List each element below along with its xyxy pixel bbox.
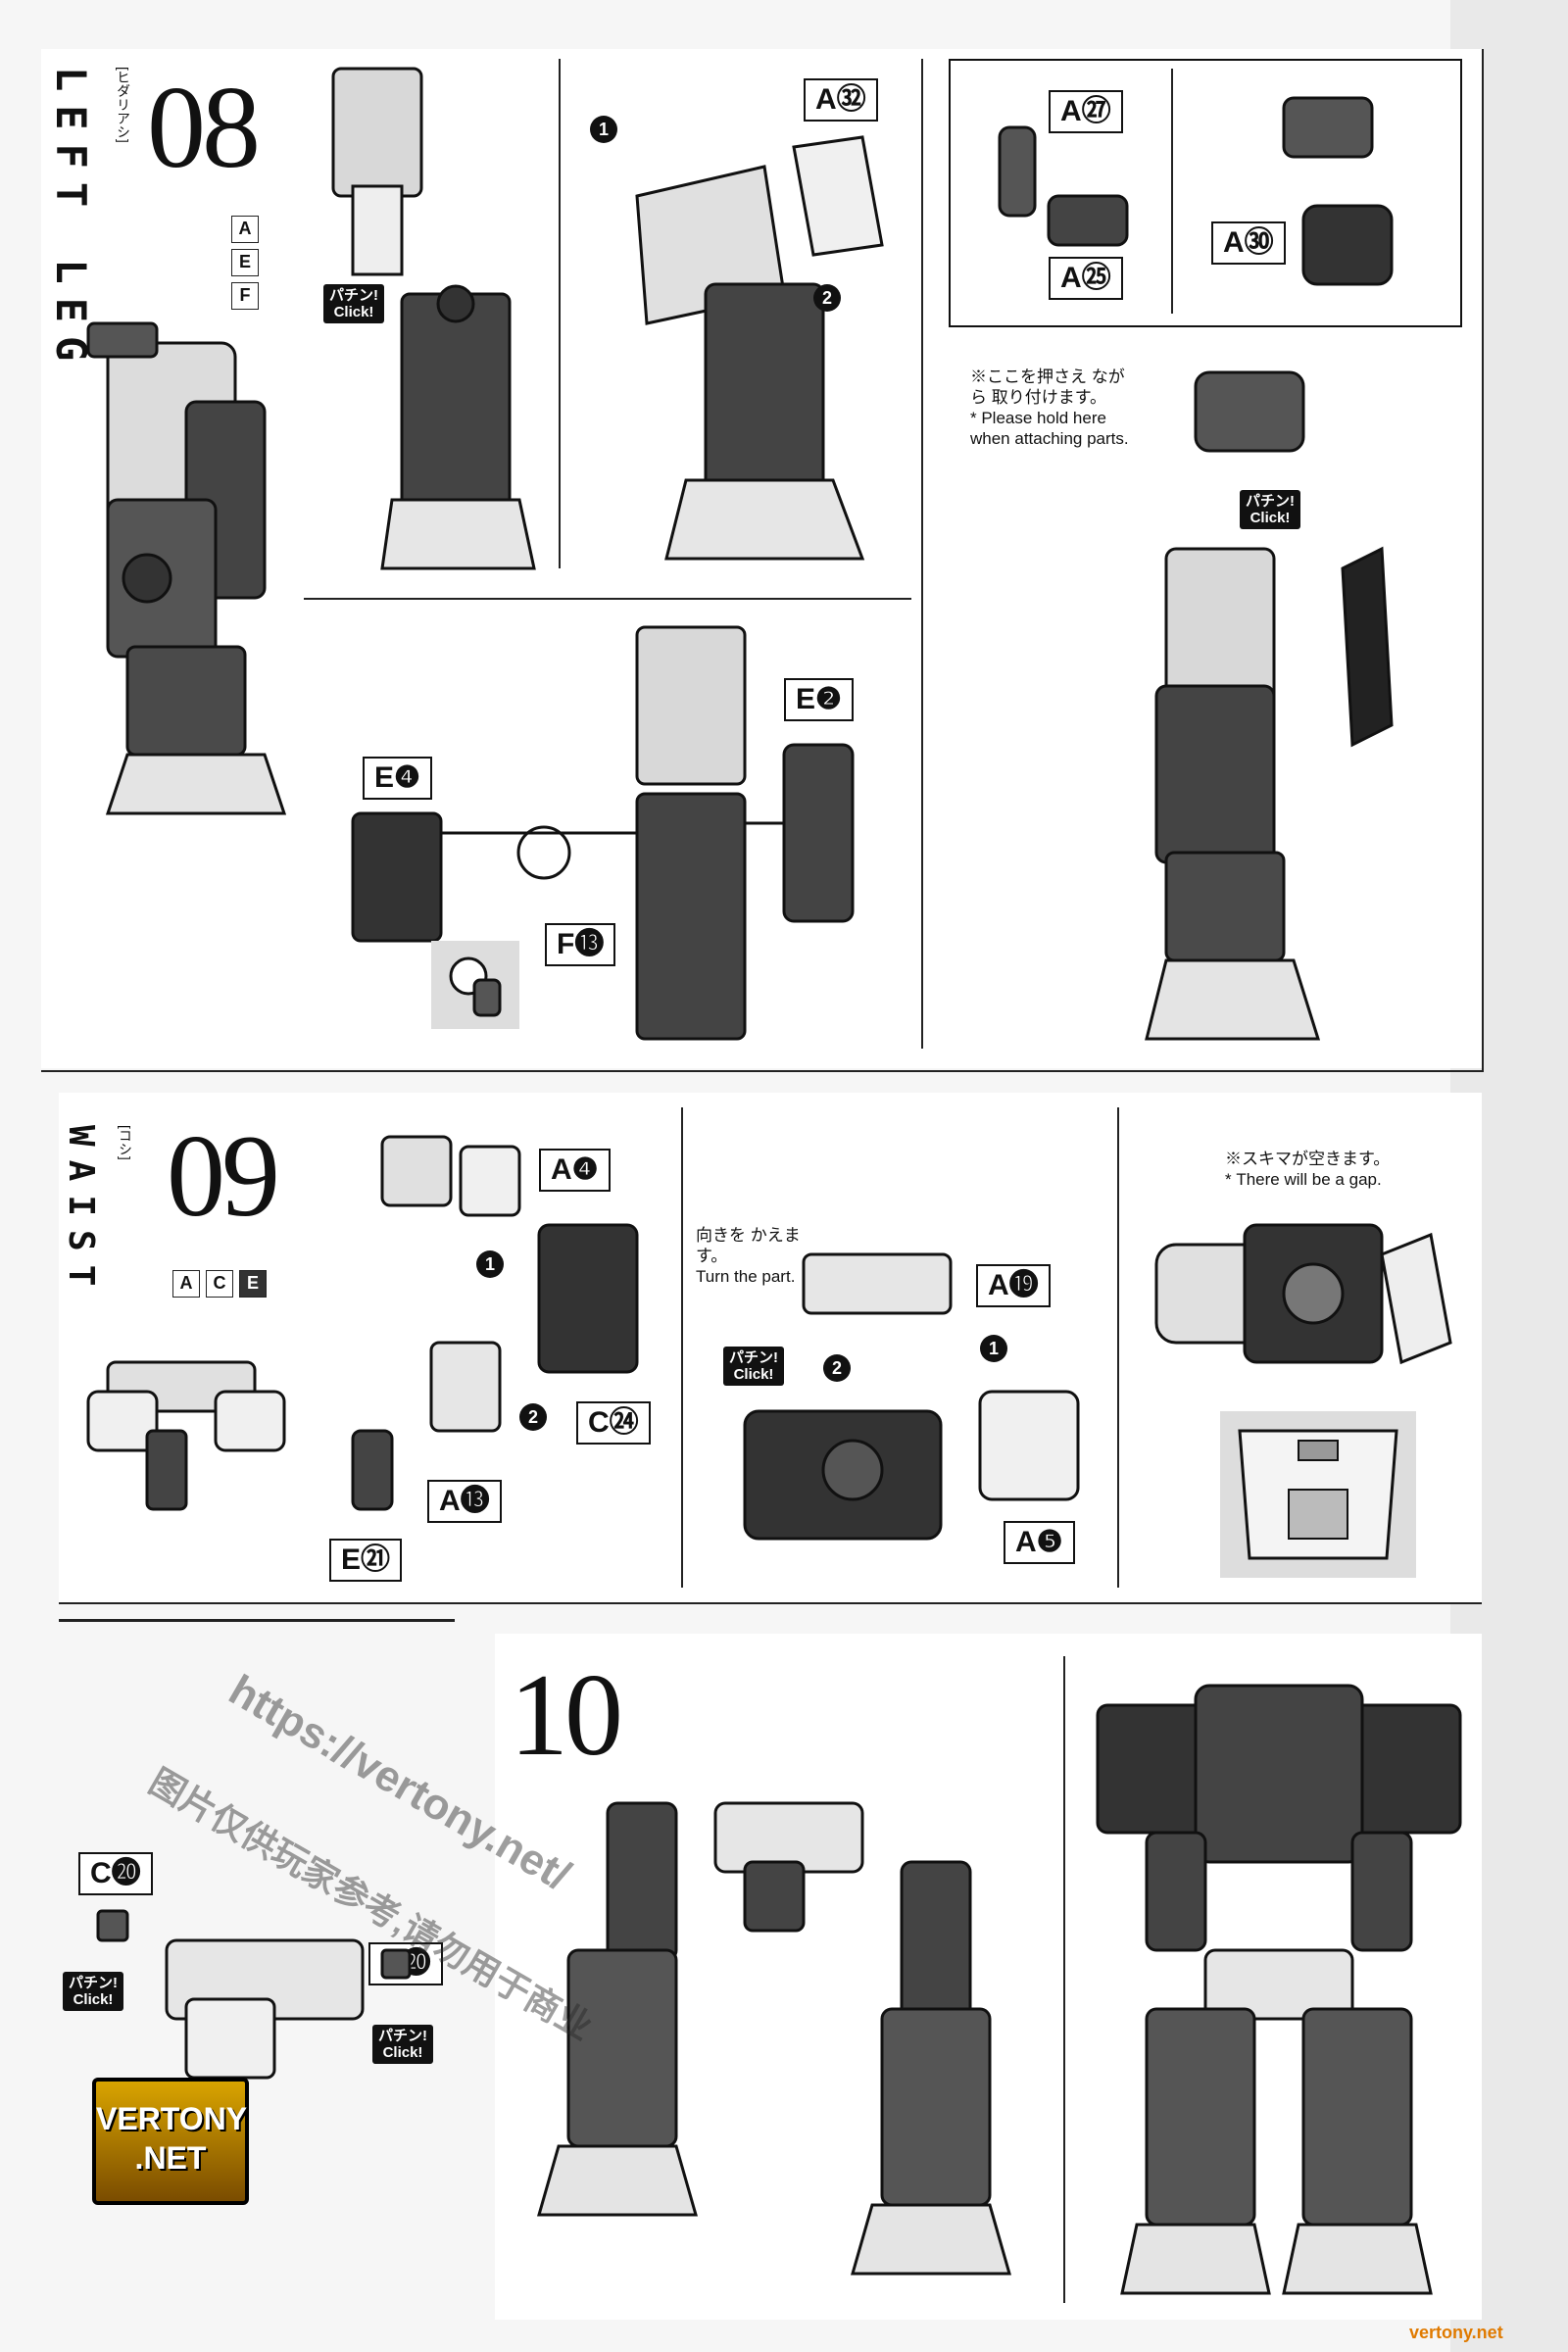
order-marker-2: 2 — [519, 1403, 547, 1431]
runner-badge: E — [239, 1270, 267, 1298]
vertony-logo: VERTONY.NET — [92, 2078, 249, 2205]
order-marker-2: 2 — [823, 1354, 851, 1382]
step-09-runner-badges: A C E — [172, 1270, 267, 1298]
turn-part-note: 向きを かえます。Turn the part. — [696, 1226, 801, 1286]
waist-gap-illustration — [1154, 1223, 1452, 1365]
waist-preview-illustration — [86, 1360, 286, 1511]
hold-here-note: ※ここを押さえ ながら 取り付けます。* Please hold here wh… — [970, 368, 1129, 448]
left-leg-preview-illustration — [86, 321, 287, 815]
order-marker-1: 1 — [980, 1335, 1007, 1362]
hip-joint-parts-illustration — [998, 96, 1394, 286]
part-label-a19: A⓳ — [976, 1264, 1051, 1307]
step-10-divider — [59, 1619, 455, 1622]
legs-to-waist-assembly-illustration — [537, 1801, 1011, 2276]
completed-left-leg-illustration — [1145, 370, 1394, 1041]
step-08-number: 08 — [147, 62, 261, 192]
part-label-c24: C㉔ — [576, 1401, 651, 1445]
lower-leg-assembly-illustration — [331, 67, 536, 570]
part-label-a4: A❹ — [539, 1149, 611, 1192]
order-marker-2: 2 — [813, 284, 841, 312]
knee-joint-assembly-illustration — [351, 625, 855, 1041]
runner-badge: A — [172, 1270, 200, 1298]
runner-badge: E — [231, 249, 259, 276]
step-09-subtitle-jp: [コシ] — [118, 1125, 133, 1160]
step-08-subtitle-jp: [ヒダリアシ] — [116, 67, 131, 143]
runner-badge: A — [231, 216, 259, 243]
upper-body-to-legs-assembly-illustration — [1096, 1684, 1462, 2295]
click-callout: パチン!Click! — [723, 1347, 784, 1386]
step-09-title: WAIST — [61, 1125, 101, 1300]
part-label-a25: A㉕ — [1049, 257, 1123, 300]
click-callout: パチン!Click! — [372, 2025, 433, 2064]
waist-rear-view-inset — [1220, 1411, 1416, 1578]
order-marker-1: 1 — [590, 116, 617, 143]
click-callout: パチン!Click! — [1240, 490, 1300, 529]
thigh-armor-attach-illustration — [635, 135, 884, 561]
joint-orientation-inset — [431, 941, 519, 1029]
step-10-number: 10 — [510, 1649, 623, 1780]
part-label-a13: A⓭ — [427, 1480, 502, 1523]
part-label-e2: E❷ — [784, 678, 854, 721]
waist-cap-attach-illustration — [96, 1909, 412, 2080]
step-09-number: 09 — [167, 1110, 280, 1241]
click-callout: パチン!Click! — [63, 1972, 123, 2011]
click-callout: パチン!Click! — [323, 284, 384, 323]
order-marker-1: 1 — [476, 1250, 504, 1278]
part-label-e21: E㉑ — [329, 1539, 403, 1582]
part-label-a30: A㉚ — [1211, 221, 1286, 265]
part-label-a27: A㉗ — [1049, 90, 1123, 133]
part-label-e4: E❹ — [363, 757, 432, 800]
part-label-f13: F⓭ — [545, 923, 616, 966]
step-08-title: LEFT LEG — [47, 67, 95, 375]
runner-badge: C — [206, 1270, 233, 1298]
gap-note: ※スキマが空きます。* There will be a gap. — [1225, 1150, 1391, 1189]
footer-site-url: vertony.net — [1409, 2323, 1503, 2342]
part-label-c20-left: C⓴ — [78, 1852, 153, 1895]
runner-badge: F — [231, 282, 259, 310]
part-label-a32: A㉜ — [804, 78, 878, 122]
waist-back-assembly-illustration — [743, 1252, 1080, 1541]
part-label-a5: A❺ — [1004, 1521, 1075, 1564]
waist-front-assembly-illustration — [351, 1135, 639, 1511]
step-08-runner-badges: A E F — [231, 216, 259, 310]
